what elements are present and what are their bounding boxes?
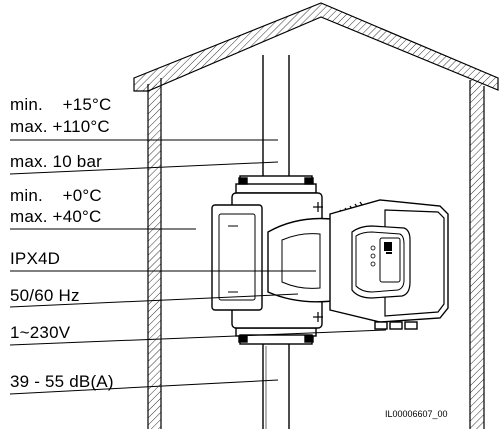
label-ambient-temp-max: max. +40°C bbox=[10, 207, 102, 226]
label-voltage: 1~230V bbox=[10, 323, 71, 342]
label-fluid-temp-max: max. +110°C bbox=[10, 117, 110, 136]
pump-motor bbox=[267, 199, 449, 330]
pipe-bottom bbox=[235, 327, 317, 429]
pipe-top bbox=[235, 55, 317, 194]
label-protection-class: IPX4D bbox=[10, 249, 61, 268]
label-ambient-temp-min: min. +0°C bbox=[10, 186, 102, 205]
leader-lines bbox=[9, 139, 387, 395]
label-pressure-max: max. 10 bar bbox=[10, 152, 102, 171]
left-wall bbox=[147, 78, 162, 429]
label-fluid-temp-min: min. +15°C bbox=[10, 95, 112, 114]
reference-code: IL00006607_00 bbox=[385, 409, 448, 419]
label-frequency: 50/60 Hz bbox=[10, 286, 80, 305]
right-wall bbox=[469, 80, 485, 429]
roof bbox=[133, 2, 499, 92]
label-noise-level: 39 - 55 dB(A) bbox=[10, 372, 114, 391]
